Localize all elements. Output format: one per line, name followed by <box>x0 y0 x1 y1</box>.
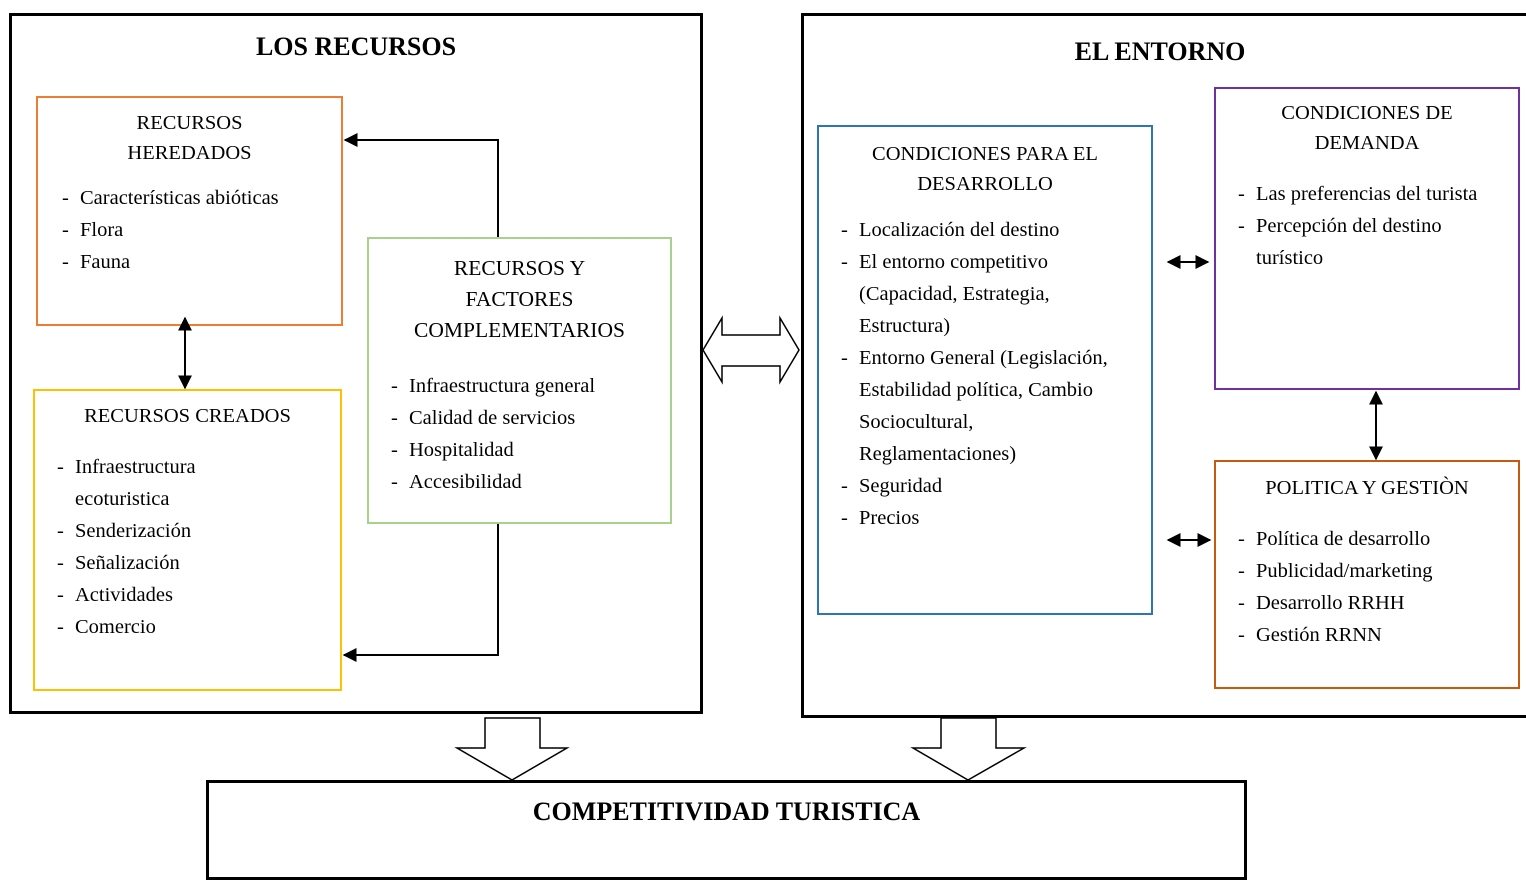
list-item: Flora <box>58 214 341 246</box>
condiciones-demanda-title: CONDICIONES DE DEMANDA <box>1281 102 1453 154</box>
condiciones-desarrollo-list: Localización del destino El entorno comp… <box>837 214 1111 534</box>
down-arrow-entorno <box>910 717 1027 781</box>
recursos-creados-title: RECURSOS CREADOS <box>84 405 291 427</box>
arrow-to-creados <box>342 524 499 662</box>
list-item: Hospitalidad <box>387 434 670 466</box>
list-item: Localización del destino <box>837 214 1111 246</box>
list-item: Características abióticas <box>58 182 341 214</box>
politica-gestion-box: POLITICA Y GESTIÒN Política de desarroll… <box>1214 460 1520 689</box>
list-item: Gestión RRNN <box>1234 619 1518 651</box>
condiciones-desarrollo-title: CONDICIONES PARA EL DESARROLLO <box>872 143 1098 195</box>
condiciones-desarrollo-box: CONDICIONES PARA EL DESARROLLO Localizac… <box>817 125 1153 615</box>
competitividad-title: COMPETITIVIDAD TURISTICA <box>532 797 921 826</box>
condiciones-demanda-box: CONDICIONES DE DEMANDA Las preferencias … <box>1214 87 1520 390</box>
condiciones-demanda-list: Las preferencias del turista Percepción … <box>1234 178 1504 274</box>
double-arrow-recursos-entorno <box>702 315 800 385</box>
arrow-to-heredados <box>343 133 499 237</box>
recursos-heredados-box: RECURSOS HEREDADOS Características abiót… <box>36 96 343 326</box>
list-item: Fauna <box>58 246 341 278</box>
list-item: Las preferencias del turista <box>1234 178 1504 210</box>
list-item: Entorno General (Legislación, Estabilida… <box>837 342 1111 470</box>
list-item: Seguridad <box>837 470 1111 502</box>
down-arrow-recursos <box>454 717 570 781</box>
list-item: Señalización <box>53 547 270 579</box>
list-item: Accesibilidad <box>387 466 670 498</box>
politica-gestion-list: Política de desarrollo Publicidad/market… <box>1234 523 1518 651</box>
recursos-complementarios-title: RECURSOS Y FACTORES COMPLEMENTARIOS <box>414 256 625 342</box>
recursos-panel: LOS RECURSOS <box>9 13 703 714</box>
politica-gestion-title: POLITICA Y GESTIÒN <box>1265 477 1469 499</box>
entorno-title: EL ENTORNO <box>1074 37 1246 66</box>
recursos-creados-list: Infraestructura ecoturistica Senderizaci… <box>53 451 270 643</box>
recursos-complementarios-box: RECURSOS Y FACTORES COMPLEMENTARIOS Infr… <box>367 237 672 524</box>
recursos-title: LOS RECURSOS <box>255 32 457 61</box>
list-item: Publicidad/marketing <box>1234 555 1518 587</box>
recursos-heredados-list: Características abióticas Flora Fauna <box>58 182 341 278</box>
list-item: Actividades <box>53 579 270 611</box>
recursos-complementarios-list: Infraestructura general Calidad de servi… <box>387 370 670 498</box>
entorno-panel: EL ENTORNO <box>801 13 1526 718</box>
list-item: Percepción del destino turístico <box>1234 210 1476 274</box>
list-item: Desarrollo RRHH <box>1234 587 1518 619</box>
list-item: Comercio <box>53 611 270 643</box>
recursos-heredados-title: RECURSOS HEREDADOS <box>127 112 252 164</box>
list-item: Calidad de servicios <box>387 402 670 434</box>
recursos-creados-box: RECURSOS CREADOS Infraestructura ecoturi… <box>33 389 342 691</box>
list-item: El entorno competitivo (Capacidad, Estra… <box>837 246 1111 342</box>
list-item: Infraestructura general <box>387 370 670 402</box>
list-item: Senderización <box>53 515 270 547</box>
list-item: Infraestructura ecoturistica <box>53 451 270 515</box>
list-item: Precios <box>837 502 1111 534</box>
list-item: Política de desarrollo <box>1234 523 1518 555</box>
